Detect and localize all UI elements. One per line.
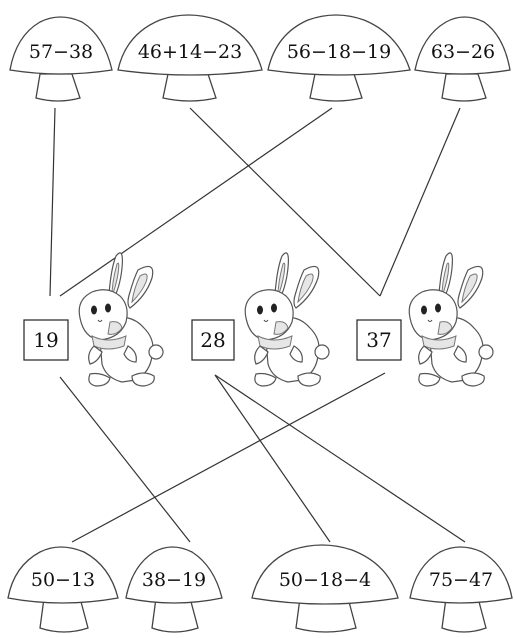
bottom-mushroom-2-expr: 38−19 <box>142 569 206 591</box>
bottom-mushroom-3: 50−18−4 <box>252 545 398 632</box>
bottom-mushroom-2: 38−19 <box>126 547 222 632</box>
answer-box-1-value: 19 <box>33 328 58 352</box>
top-mushroom-1: 57−38 <box>10 17 112 101</box>
top-mushroom-1-expr: 57−38 <box>29 41 93 63</box>
top-mushroom-3: 56−18−19 <box>268 15 410 101</box>
top-mushroom-4-expr: 63−26 <box>431 41 495 63</box>
line-top3-box19 <box>60 108 332 296</box>
answer-box-1: 19 <box>24 320 68 360</box>
bottom-connection-lines <box>60 373 465 542</box>
top-mushroom-3-expr: 56−18−19 <box>287 41 391 63</box>
line-box19-bottom2 <box>60 377 190 542</box>
line-box28-bottom3 <box>215 375 330 542</box>
bottom-mushroom-3-expr: 50−18−4 <box>279 569 371 591</box>
top-connection-lines <box>50 108 460 296</box>
answer-box-3: 37 <box>357 320 401 360</box>
top-mushroom-2-expr: 46+14−23 <box>138 41 242 63</box>
bottom-mushroom-4: 75−47 <box>410 547 512 632</box>
bottom-mushroom-1: 50−13 <box>8 547 118 632</box>
bottom-mushroom-1-expr: 50−13 <box>31 569 95 591</box>
rabbit-icon <box>409 253 493 386</box>
line-top1-box19 <box>50 108 55 296</box>
rabbit-icon <box>79 253 163 386</box>
rabbit-icon <box>245 253 329 386</box>
top-mushroom-2: 46+14−23 <box>118 15 262 101</box>
answer-box-3-value: 37 <box>366 328 391 352</box>
bottom-mushroom-4-expr: 75−47 <box>429 569 493 591</box>
answer-box-2-value: 28 <box>200 328 225 352</box>
top-mushroom-4: 63−26 <box>415 17 510 101</box>
line-box28-bottom4 <box>215 375 465 542</box>
answer-box-2: 28 <box>192 320 234 360</box>
